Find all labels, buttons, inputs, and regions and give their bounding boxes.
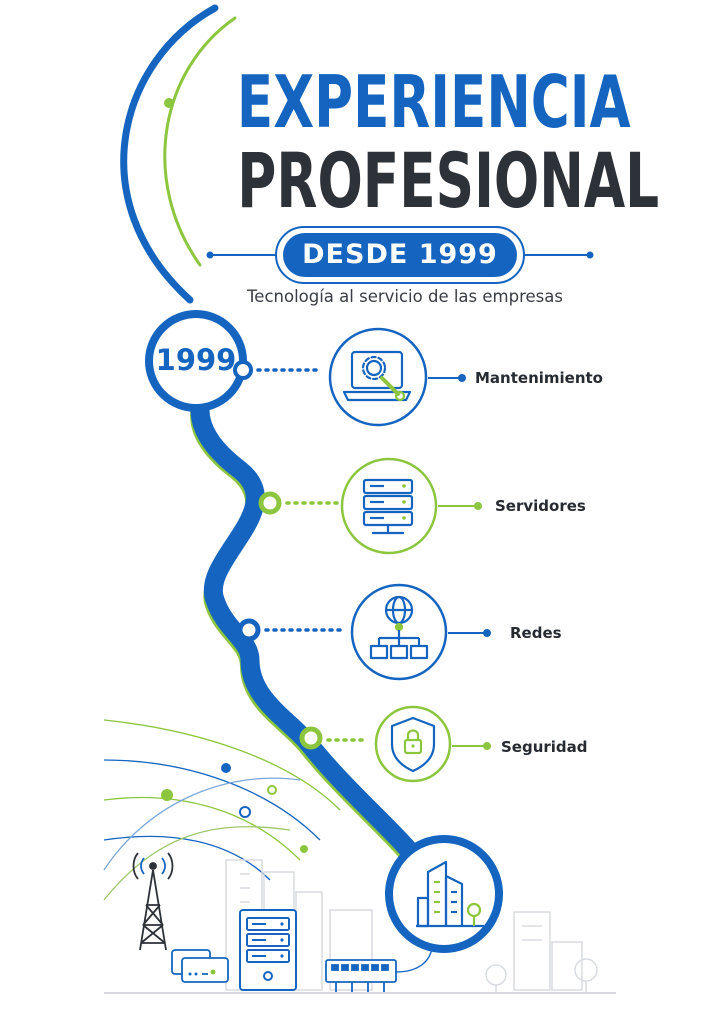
network-curves [103, 719, 341, 901]
shield-lock-icon [390, 716, 436, 773]
server-tower-icon [239, 909, 297, 991]
service-label-mantenimiento: Mantenimiento [475, 369, 603, 387]
cell-tower-icon [132, 852, 174, 951]
server-rack-icon [362, 478, 414, 535]
title-line-2: PROFESIONAL [237, 136, 660, 225]
end-city-circle [385, 835, 503, 953]
service-label-seguridad: Seguridad [501, 738, 588, 756]
service-label-redes: Redes [510, 624, 562, 642]
title-line-1: EXPERIENCIA [236, 60, 631, 144]
laptop-gear-wrench-icon [342, 350, 412, 402]
since-badge [275, 226, 525, 284]
badge-connector-lines [206, 251, 594, 259]
label-connectors [428, 374, 491, 750]
start-year: 1999 [155, 343, 237, 377]
timeline-road [190, 368, 440, 890]
background-skyline [225, 859, 598, 992]
service-label-servidores: Servidores [495, 497, 586, 515]
since-badge-text: DESDE 1999 [302, 239, 498, 270]
city-buildings-icon [416, 860, 484, 928]
dotted-connectors [256, 368, 370, 742]
tagline: Tecnología al servicio de las empresas [247, 287, 563, 306]
globe-network-icon [369, 595, 429, 660]
router-device-icon [171, 949, 229, 983]
service-circle-servidores [340, 457, 438, 555]
network-switch-icon [325, 947, 433, 992]
decorative-arcs [120, 4, 237, 304]
timeline-nodes [233, 360, 323, 750]
service-circle-mantenimiento [328, 327, 428, 427]
